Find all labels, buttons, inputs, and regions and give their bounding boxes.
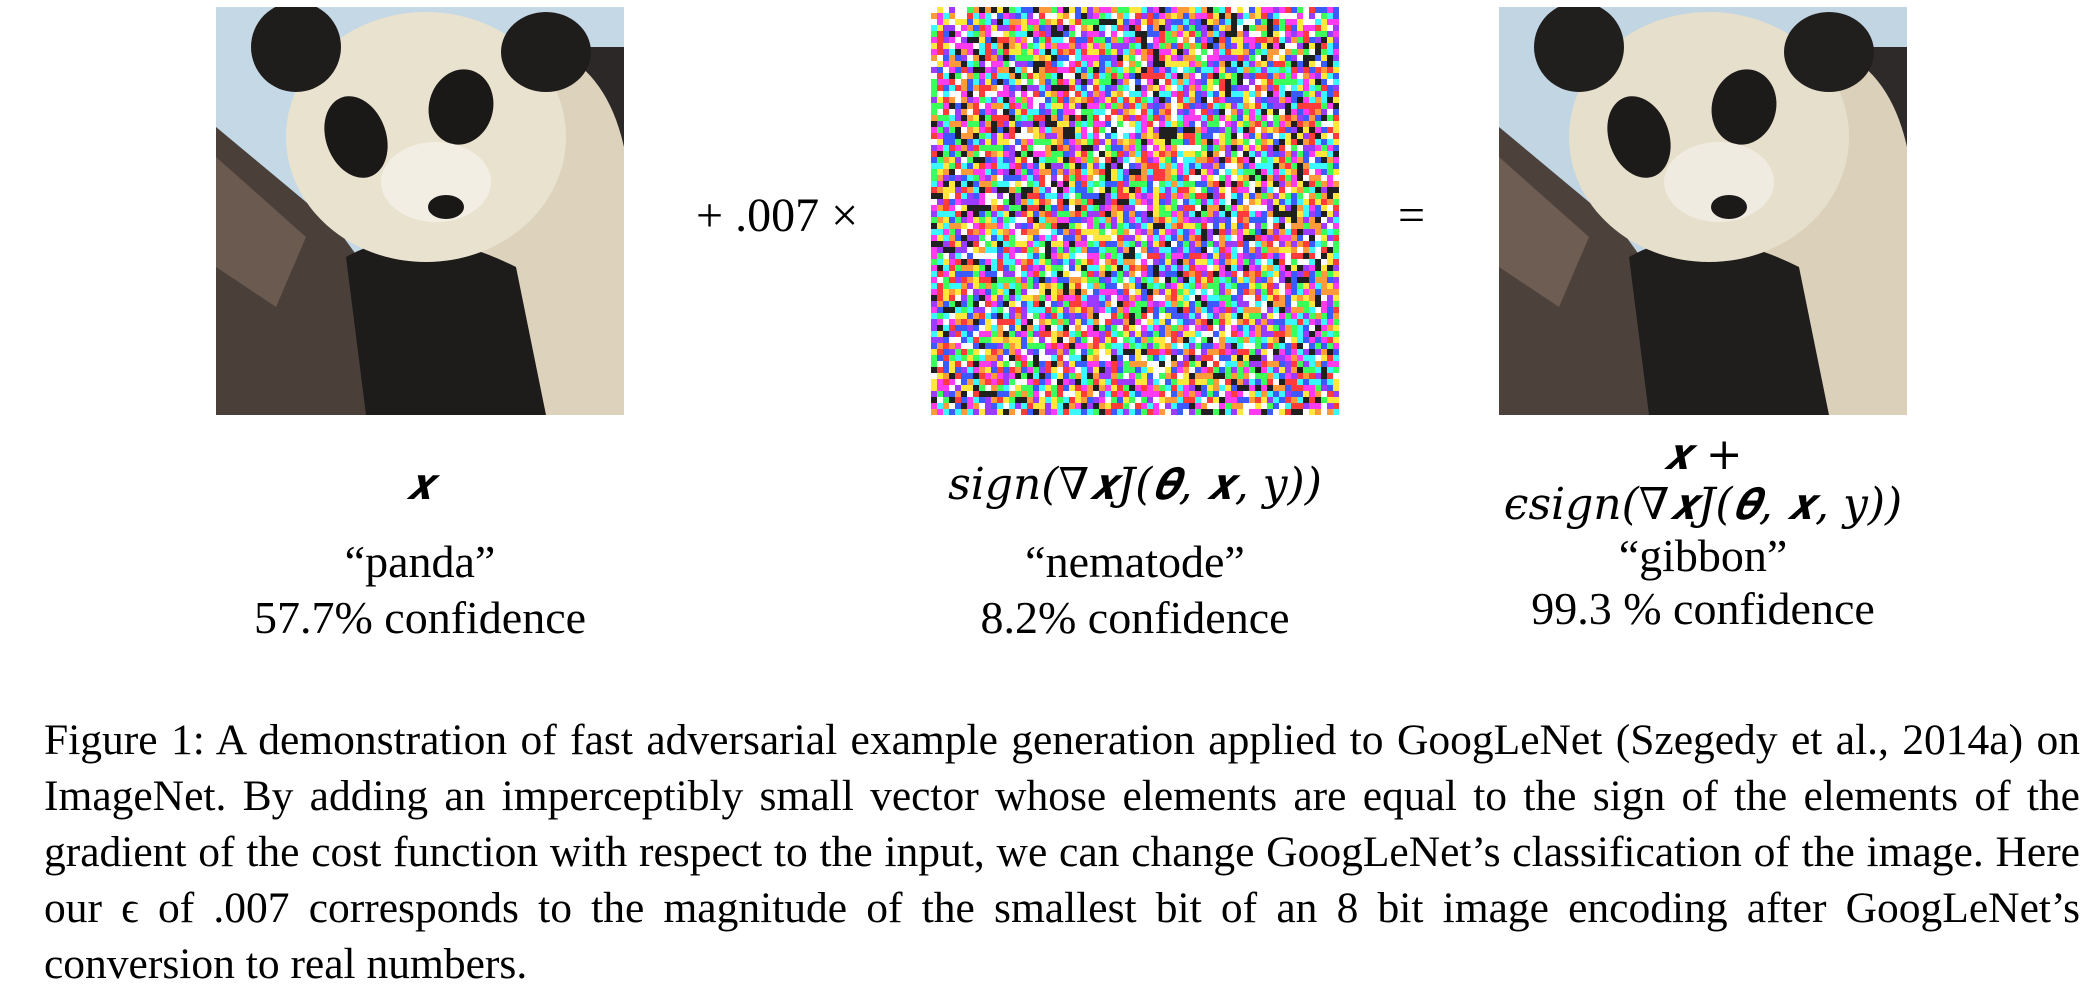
panda-illustration: [216, 7, 624, 415]
class-label: “panda”: [344, 535, 496, 587]
confidence-label: 8.2% confidence: [980, 591, 1290, 643]
panel-1-labels: 𝒙 “panda” 57.7% confidence: [216, 458, 624, 646]
equals-operator: =: [1398, 189, 1426, 242]
class-label: “nematode”: [1025, 535, 1245, 587]
noise-pattern: [931, 7, 1339, 415]
adversarial-math-line-1: 𝒙 +: [1663, 429, 1743, 480]
adversarial-panda-image: [1499, 7, 1907, 415]
adversarial-math-line-2: ϵsign(∇𝒙J(𝜽, 𝒙, y)): [1503, 479, 1903, 531]
panda-image: [216, 7, 624, 415]
class-label: “gibbon”: [1618, 530, 1788, 582]
panel-3-labels: 𝒙 + ϵsign(∇𝒙J(𝜽, 𝒙, y)) “gibbon” 99.3 % …: [1459, 429, 1947, 635]
confidence-label: 57.7% confidence: [253, 591, 587, 643]
plus-times-operator: + .007 ×: [696, 189, 859, 242]
panda-illustration: [1499, 7, 1907, 415]
perturbation-noise-image: [931, 7, 1339, 415]
figure-caption: Figure 1: A demonstration of fast advers…: [44, 716, 2080, 988]
gradient-math-label: sign(∇𝒙J(𝜽, 𝒙, y)): [948, 459, 1322, 510]
confidence-label: 99.3 % confidence: [1531, 582, 1875, 634]
panel-2-labels: sign(∇𝒙J(𝜽, 𝒙, y)) “nematode” 8.2% confi…: [891, 458, 1379, 646]
input-math-label: 𝒙: [405, 459, 435, 510]
